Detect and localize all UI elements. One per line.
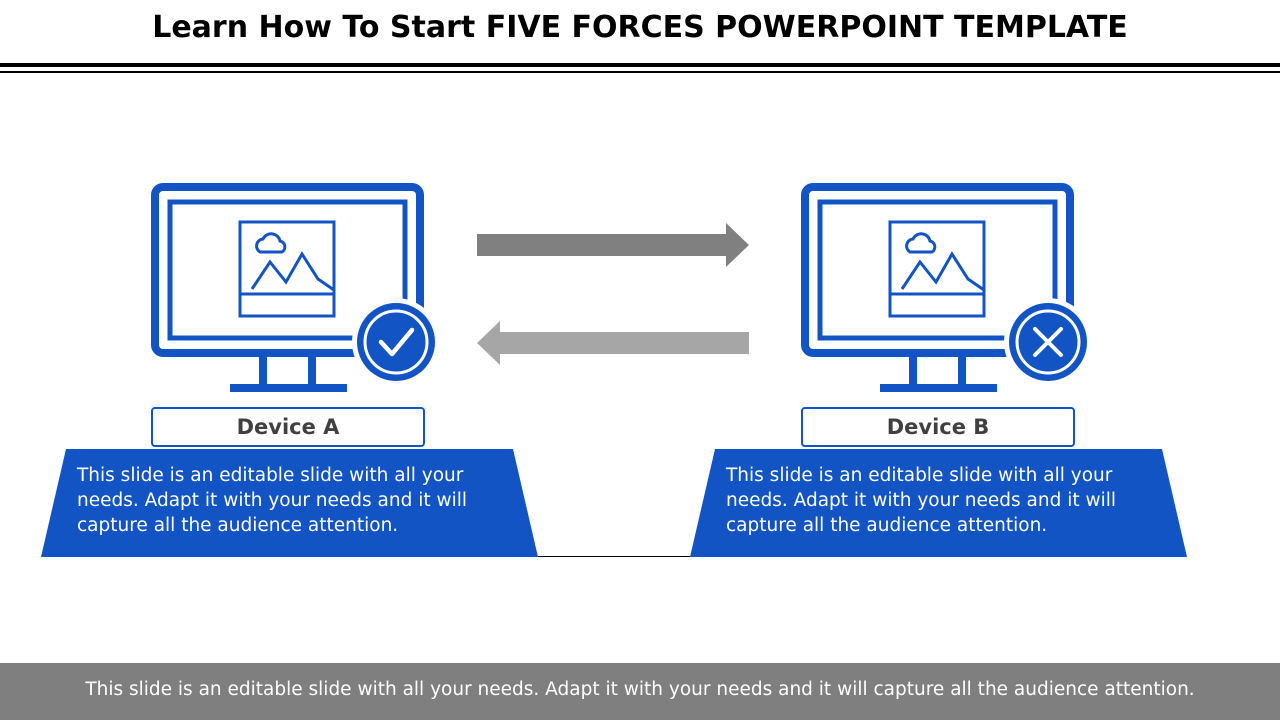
connector-line: [538, 556, 690, 557]
image-icon: [888, 220, 986, 318]
device-b-label: Device B: [801, 407, 1075, 447]
image-icon: [238, 220, 336, 318]
device-b-description: This slide is an editable slide with all…: [726, 465, 1117, 536]
monitor-icon: [151, 183, 424, 392]
footer-bar: This slide is an editable slide with all…: [0, 663, 1280, 720]
device-a-description-box: [41, 449, 538, 557]
check-circle-icon: [352, 298, 440, 386]
arrow-right-icon: [477, 223, 749, 267]
device-b-monitor: [800, 182, 1100, 394]
footer-text: This slide is an editable slide with all…: [85, 679, 1195, 700]
x-circle-icon: [1004, 298, 1092, 386]
device-b-description-box: [690, 449, 1187, 557]
slide-title: Learn How To Start FIVE FORCES POWERPOIN…: [152, 10, 1128, 45]
monitor-icon: [801, 183, 1074, 392]
device-a-description: This slide is an editable slide with all…: [77, 465, 468, 536]
title-rule-thick: [0, 63, 1280, 67]
title-rule-thin: [0, 71, 1280, 73]
device-a-label: Device A: [151, 407, 425, 447]
arrow-left-icon: [477, 321, 749, 365]
device-a-monitor: [150, 182, 450, 394]
